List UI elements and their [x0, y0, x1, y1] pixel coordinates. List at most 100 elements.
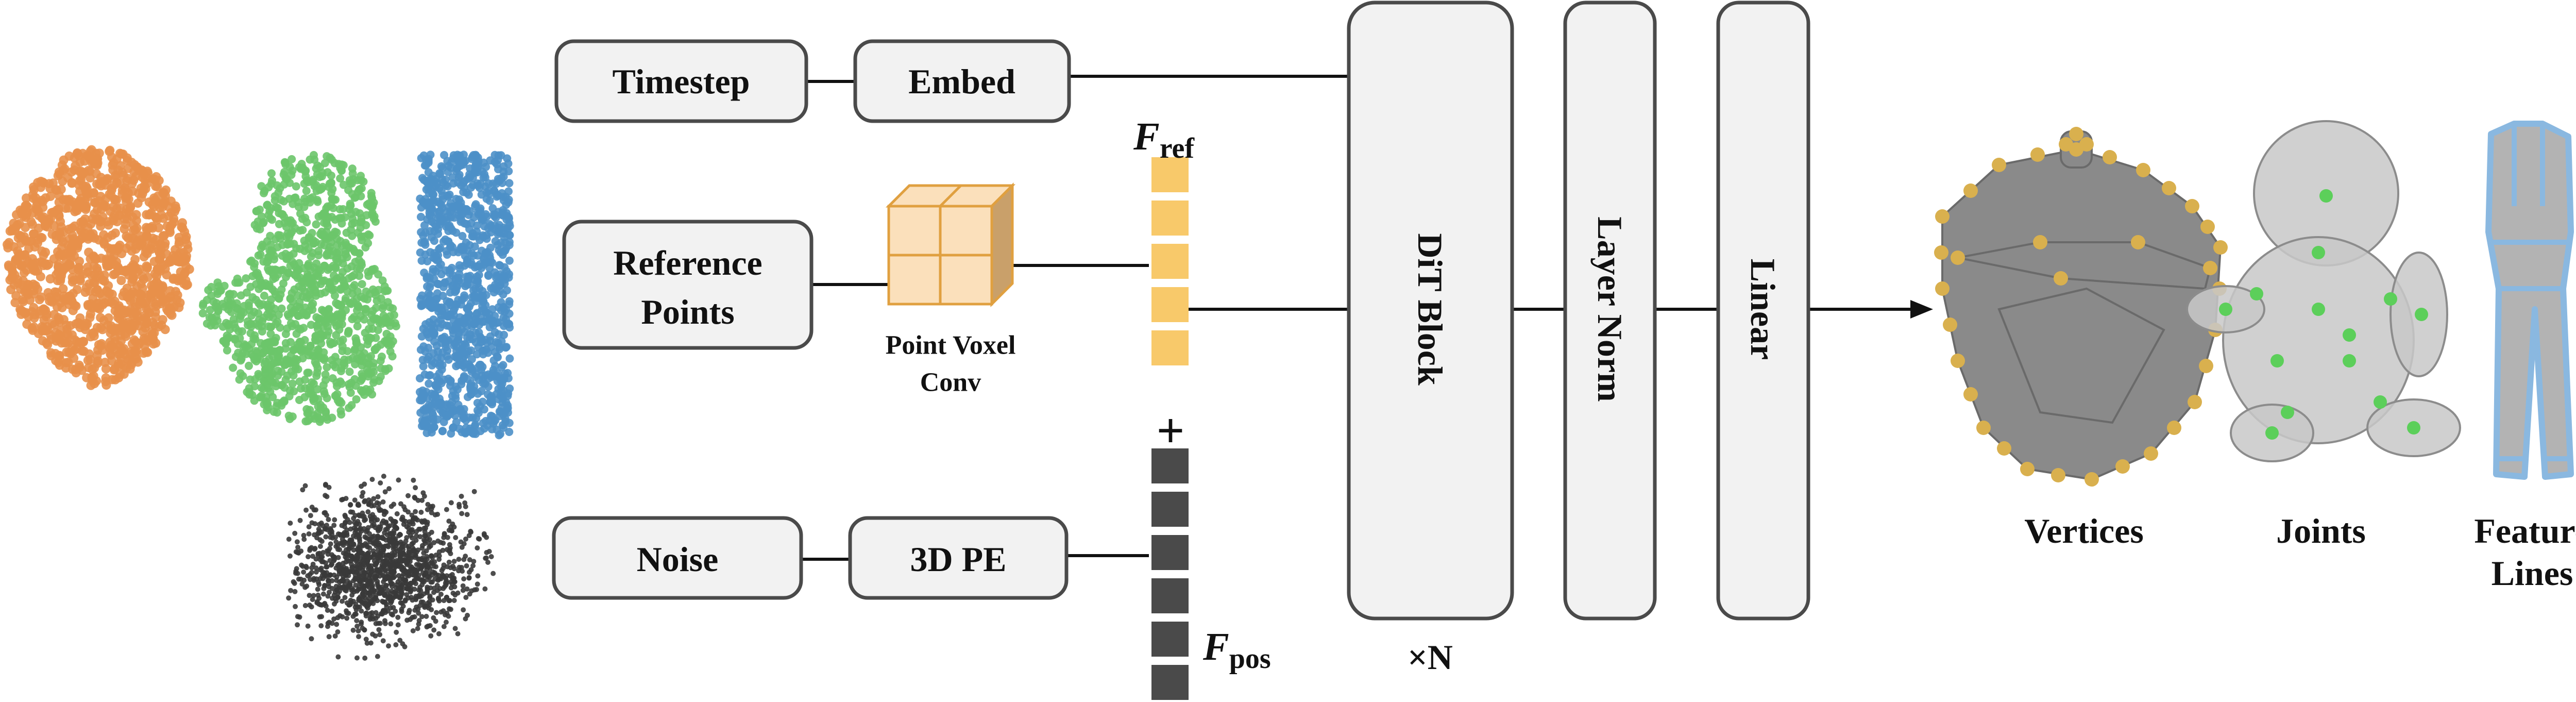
undefined-dot [446, 598, 452, 604]
undefined-dot [467, 557, 472, 562]
undefined-dot [37, 292, 46, 302]
undefined-dot [158, 281, 167, 291]
undefined-dot [296, 273, 304, 282]
undefined-dot [58, 237, 68, 247]
undefined-dot [158, 295, 168, 305]
undefined-dot [358, 357, 366, 365]
undefined-dot [323, 534, 329, 540]
undefined-dot [440, 151, 449, 159]
undefined-dot [11, 255, 21, 264]
undefined-dot [341, 213, 349, 222]
undefined-dot [421, 320, 430, 329]
undefined-dot [165, 227, 175, 237]
undefined-dot [67, 277, 77, 287]
undefined-dot [29, 265, 38, 275]
undefined-dot [364, 535, 369, 541]
undefined-dot [309, 565, 315, 571]
undefined-dot [50, 349, 60, 358]
undefined-dot [432, 559, 437, 564]
noise-box: Noise [552, 516, 803, 600]
undefined-dot [448, 500, 454, 506]
undefined-dot [311, 593, 316, 598]
undefined-dot [358, 280, 366, 289]
undefined-dot [370, 631, 376, 637]
undefined-dot [318, 623, 324, 629]
undefined-dot [295, 377, 304, 386]
undefined-dot [352, 395, 361, 404]
undefined-dot [423, 257, 432, 265]
dit-block: DiT Block [1347, 1, 1514, 621]
undefined-dot [259, 280, 267, 289]
undefined-dot [6, 285, 16, 294]
undefined-dot [321, 370, 330, 379]
undefined-dot [501, 343, 510, 352]
undefined-dot [282, 223, 291, 231]
undefined-dot [505, 231, 514, 240]
undefined-dot [358, 526, 363, 531]
undefined-dot [460, 583, 466, 589]
undefined-dot [155, 264, 164, 274]
undefined-dot [421, 404, 430, 412]
undefined-dot [390, 544, 396, 549]
undefined-dot [466, 280, 474, 289]
undefined-dot [306, 531, 312, 537]
undefined-dot [330, 318, 339, 327]
undefined-dot [420, 198, 428, 207]
undefined-dot [490, 571, 496, 576]
undefined-dot [454, 352, 463, 360]
undefined-dot [411, 477, 416, 483]
undefined-dot [345, 516, 350, 522]
undefined-dot [338, 205, 347, 213]
undefined-dot [101, 194, 111, 204]
vertex-dot [2079, 137, 2094, 152]
undefined-dot [456, 557, 462, 562]
undefined-dot [460, 178, 468, 187]
undefined-dot [283, 240, 292, 249]
undefined-dot [83, 300, 93, 310]
undefined-dot [99, 315, 109, 325]
undefined-dot [213, 278, 222, 287]
undefined-dot [417, 212, 425, 221]
undefined-dot [501, 414, 510, 423]
undefined-dot [399, 609, 404, 614]
undefined-dot [406, 569, 412, 575]
undefined-dot [122, 231, 131, 241]
undefined-dot [344, 356, 353, 364]
undefined-dot [324, 265, 332, 274]
undefined-dot [88, 328, 98, 338]
vertex-dot [2203, 261, 2217, 275]
undefined-dot [310, 239, 318, 248]
vertex-dot [1934, 245, 1948, 260]
undefined-dot [410, 516, 416, 522]
undefined-dot [465, 612, 470, 618]
undefined-dot [413, 485, 418, 491]
undefined-dot [48, 178, 58, 188]
undefined-dot [153, 191, 163, 201]
undefined-dot [440, 332, 449, 341]
undefined-dot [471, 202, 480, 210]
undefined-dot [182, 251, 191, 261]
undefined-dot [424, 624, 430, 630]
undefined-dot [484, 550, 489, 555]
undefined-dot [437, 379, 446, 388]
joint-dot [2265, 426, 2279, 440]
vertex-dot [2051, 468, 2065, 482]
undefined-dot [361, 514, 367, 519]
undefined-dot [279, 197, 288, 206]
undefined-dot [344, 329, 352, 338]
undefined-dot [313, 369, 321, 377]
undefined-dot [494, 208, 503, 216]
undefined-dot [248, 293, 257, 302]
undefined-dot [461, 557, 467, 562]
undefined-dot [312, 521, 318, 527]
undefined-dot [434, 280, 443, 289]
undefined-dot [156, 251, 166, 261]
undefined-dot [332, 601, 337, 607]
undefined-dot [368, 390, 377, 399]
undefined-dot [320, 159, 329, 168]
f-pos-subscript: pos [1229, 643, 1271, 675]
undefined-dot [425, 371, 433, 380]
undefined-dot [314, 600, 320, 606]
undefined-dot [337, 410, 346, 419]
undefined-dot [441, 175, 450, 184]
